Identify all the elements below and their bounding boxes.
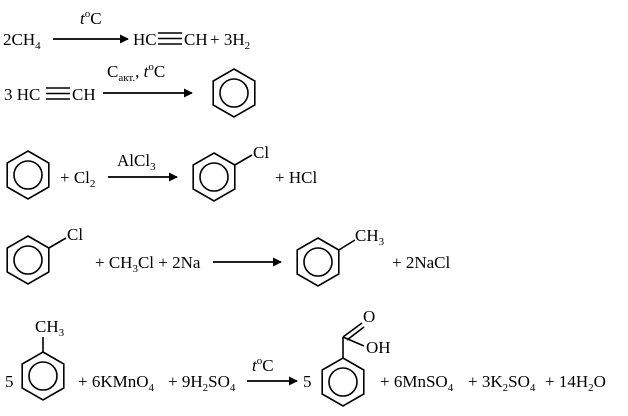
r1-triple-bond: [158, 32, 182, 45]
r1-reactant: 2CH4: [3, 30, 41, 52]
r5-product-2: + 3K2SO4: [468, 372, 536, 394]
r5-reagent-1: + 6KMnO4: [78, 372, 155, 394]
r5-oxygen-label: O: [363, 307, 375, 326]
r1-condition: toC: [80, 8, 102, 28]
r5-coef-product: 5: [303, 372, 312, 391]
r5-toluene: [21, 337, 65, 401]
r2-triple-bond: [46, 87, 70, 100]
r3-catalyst: AlCl3: [117, 151, 156, 173]
r3-reagent: + Cl2: [60, 168, 95, 190]
r2-benzene-ring: [212, 68, 256, 118]
r3-benzene-ring: [6, 150, 50, 200]
r5-hydroxyl-label: OH: [366, 338, 391, 357]
r5-coef-left: 5: [5, 372, 14, 391]
r5-condition: toC: [252, 355, 274, 375]
reaction-1: 2CH4 toC HC CH + 3H2: [3, 8, 250, 52]
r2-reactant-right: CH: [72, 85, 96, 104]
reaction-2: 3 HC CH Cакт., toC: [4, 61, 256, 118]
r1-byproduct: + 3H2: [210, 30, 250, 52]
reaction-5: 5 CH3 + 6KMnO4 + 9H2SO4 toC 5 O OH + 6Mn…: [5, 307, 606, 407]
r1-product-right: CH: [184, 30, 208, 49]
r5-product-3: + 14H2O: [545, 372, 606, 394]
r4-chlorobenzene: [6, 235, 67, 285]
r4-reagents: + CH3Cl + 2Na: [95, 253, 201, 275]
r4-product-substituent: CH3: [355, 226, 385, 248]
r2-reactant-left: 3 HC: [4, 85, 40, 104]
reaction-4: Cl + CH3Cl + 2Na CH3 + 2NaCl: [6, 225, 450, 287]
r4-byproduct: + 2NaCl: [392, 253, 450, 272]
r5-benzoic-acid: [321, 322, 365, 407]
r5-substituent: CH3: [35, 317, 65, 339]
r4-toluene: [296, 237, 356, 287]
r3-substituent: Cl: [253, 143, 269, 162]
r3-byproduct: + HCl: [275, 168, 317, 187]
r2-condition: Cакт., toC: [107, 61, 165, 84]
r3-chlorobenzene: [192, 152, 253, 202]
r5-reagent-2: + 9H2SO4: [168, 372, 236, 394]
r1-product-left: HC: [133, 30, 157, 49]
r4-substituent: Cl: [67, 225, 83, 244]
r5-product-1: + 6MnSO4: [380, 372, 454, 394]
reaction-3: + Cl2 AlCl3 Cl + HCl: [6, 143, 317, 202]
